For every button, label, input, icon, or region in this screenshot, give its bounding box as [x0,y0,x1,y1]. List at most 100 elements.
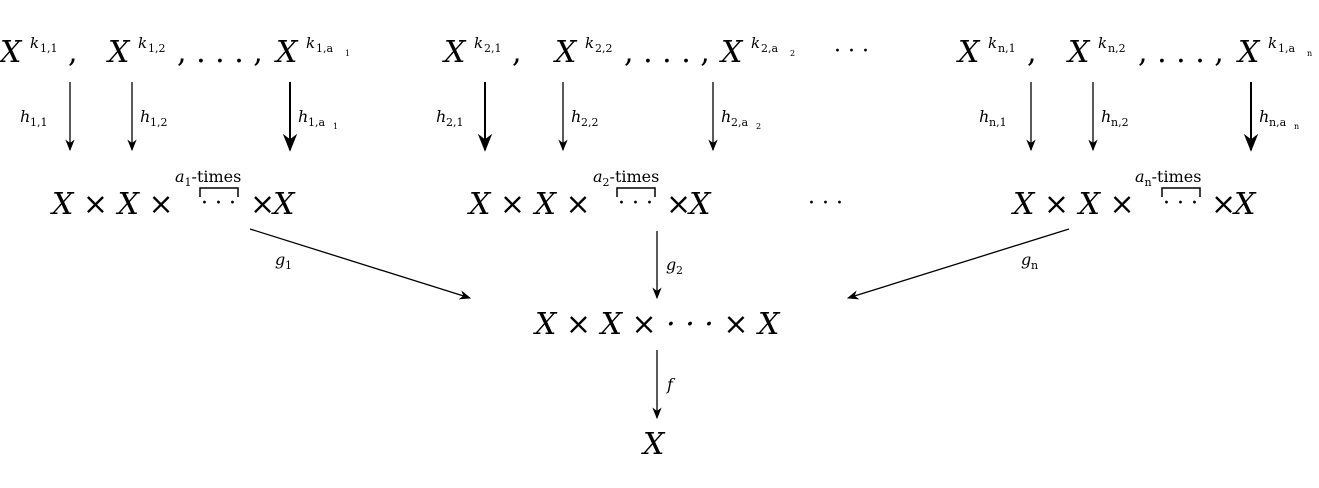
h-labels: h 1,1 h 1,2 h 1,a 1 h 2,1 h 2,2 h 2,a 2 … [20,107,1299,131]
product-right: ×X [1211,187,1257,222]
top-exp-k: k [138,34,147,52]
label-g-2: g 2 [666,255,683,277]
label-h: h [20,107,30,126]
top-sep: , [512,35,522,70]
top-exp-sub: 1,1 [40,42,58,55]
top-exp-k: k [1268,34,1277,52]
top-exp-k: k [474,34,483,52]
label-h-sub: n,1 [989,116,1007,129]
top-base: X [274,35,299,70]
label-h-1-2: h 1,2 [140,107,168,129]
top-base: X [106,35,131,70]
top-exp-subsub: 1 [345,49,350,58]
top-term-1-2: X k 1,2 , . . . , [106,34,263,70]
brace-label: an-times [1135,167,1201,189]
top-term-2-2: X k 2,2 , . . . , [553,34,710,70]
top-exp-sub: 1,a [1278,42,1295,55]
overbrace [199,187,239,197]
product-left: X × X × [1011,187,1135,222]
top-sep: , [68,35,78,70]
top-sep: , . . . , [177,35,263,70]
label-h-sub: n,a [1269,116,1287,129]
label-h: h [979,107,989,126]
label-g: g [666,255,676,274]
product-n: an-times X × X × · · · ×X [1011,167,1259,222]
top-term-n-3: X k 1,a n [1236,34,1312,70]
label-h: h [721,107,731,126]
label-h: h [1101,107,1111,126]
top-sep: , . . . , [624,35,710,70]
overbrace [1161,187,1201,197]
top-exp-sub: n,2 [1108,42,1126,55]
label-h-2-3: h 2,a 2 [721,107,761,131]
product-2: a2-times X × X × · · · ×X [467,167,714,222]
product-dots: · · · [618,191,653,216]
label-g-sub: n [1031,259,1038,272]
label-f: f [666,375,676,394]
label-h-2-1: h 2,1 [436,107,464,129]
top-exp-subsub: n [1307,49,1312,58]
h-arrows [65,82,1259,152]
top-row: X k 1,1 , X k 1,2 , . . . , X k 1,a 1 X … [0,34,1312,70]
label-h-sub: 1,a [308,116,325,129]
top-term-2-3: X k 2,a 2 [719,34,795,70]
label-h: h [571,107,581,126]
top-term-n-2: X k n,2 , . . . , [1066,34,1224,70]
top-exp-k: k [1098,34,1107,52]
center-product: X × X × · · · × X [533,307,781,342]
top-base: X [1066,35,1091,70]
label-g-1: g 1 [275,250,292,272]
top-exp-sub: 1,2 [148,42,166,55]
label-h: h [1259,107,1269,126]
label-g: g [1021,250,1031,269]
label-g-sub: 2 [676,264,683,277]
top-ellipsis: · · · [834,39,869,64]
label-h-1-1: h 1,1 [20,107,48,129]
label-h-sub: 2,2 [581,116,599,129]
top-exp-k: k [306,34,315,52]
top-exp-sub: 2,a [761,42,778,55]
top-exp-k: k [585,34,594,52]
label-h-subsub: n [1294,122,1299,131]
product-left: X × X × [50,187,174,222]
product-left: X × X × [467,187,591,222]
product-right: ×X [250,187,296,222]
product-dots: · · · [201,191,236,216]
top-base: X [0,35,23,70]
label-h: h [436,107,446,126]
top-term-1-3: X k 1,a 1 [274,34,350,70]
top-term-1-1: X k 1,1 , [0,34,78,70]
middle-ellipsis: · · · [808,191,843,216]
arrow-g-n [846,228,1070,300]
overbrace [616,187,656,197]
label-h-sub: 1,1 [30,116,48,129]
label-h-sub: n,2 [1111,116,1129,129]
top-sep: , [1027,35,1037,70]
label-h-n-2: h n,2 [1101,107,1129,129]
top-exp-k: k [30,34,39,52]
top-term-n-1: X k n,1 , [956,34,1037,70]
product-right: ×X [666,187,712,222]
label-g-n: g n [1021,250,1038,272]
product-dots: · · · [1163,191,1198,216]
result-x: X [641,427,666,462]
label-h: h [298,107,308,126]
top-exp-subsub: 2 [790,49,795,58]
top-base: X [553,35,578,70]
middle-row: a1-times X × X × · · · ×X a2-times X × X… [50,167,1259,222]
label-h-subsub: 1 [333,122,338,131]
top-exp-k: k [751,34,760,52]
brace-label: a1-times [175,167,241,189]
top-exp-sub: 2,1 [484,42,502,55]
top-base: X [719,35,744,70]
top-exp-sub: 1,a [316,42,333,55]
g-arrows [249,228,1070,300]
brace-label: a2-times [593,167,659,189]
top-term-2-1: X k 2,1 , [442,34,522,70]
top-base: X [1236,35,1261,70]
g-labels: g 1 g 2 g n [275,250,1038,277]
label-h-sub: 1,2 [150,116,168,129]
top-exp-sub: 2,2 [595,42,613,55]
label-g-sub: 1 [285,259,292,272]
